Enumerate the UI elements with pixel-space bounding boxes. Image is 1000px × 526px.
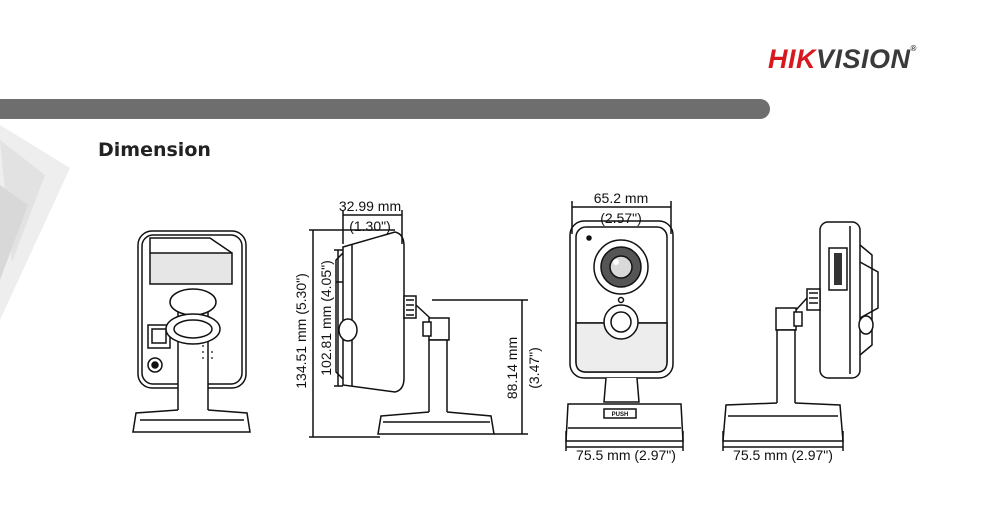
total-height-label: 134.51 mm (5.30") xyxy=(293,273,309,388)
hikvision-logo: HIKVISION® xyxy=(768,44,917,74)
side-base-width-label: 75.5 mm (2.97") xyxy=(733,447,833,463)
camera-rear-view xyxy=(132,230,251,433)
section-title: Dimension xyxy=(98,139,211,161)
body-height-label: 102.81 mm (4.05") xyxy=(318,260,334,375)
front-base-width-label: 75.5 mm (2.97") xyxy=(576,447,676,463)
width-in-label: (2.57") xyxy=(600,210,642,226)
mount-height-mm-label: 88.14 mm xyxy=(504,337,520,399)
speaker-holes xyxy=(202,345,213,362)
depth-mm-label: 32.99 mm xyxy=(339,198,401,214)
right-side-dimension-lines xyxy=(722,431,844,451)
front-dimension-lines xyxy=(565,201,684,451)
depth-in-label: (1.30") xyxy=(349,218,391,234)
push-label: PUSH xyxy=(612,412,629,418)
side-dimension-lines xyxy=(309,210,528,438)
mount-height-in-label: (3.47") xyxy=(526,347,542,389)
header-bar xyxy=(0,99,770,119)
camera-side-view xyxy=(335,231,495,435)
width-mm-label: 65.2 mm xyxy=(594,190,648,206)
camera-side-view-right xyxy=(722,221,879,442)
camera-front-view xyxy=(565,220,684,442)
